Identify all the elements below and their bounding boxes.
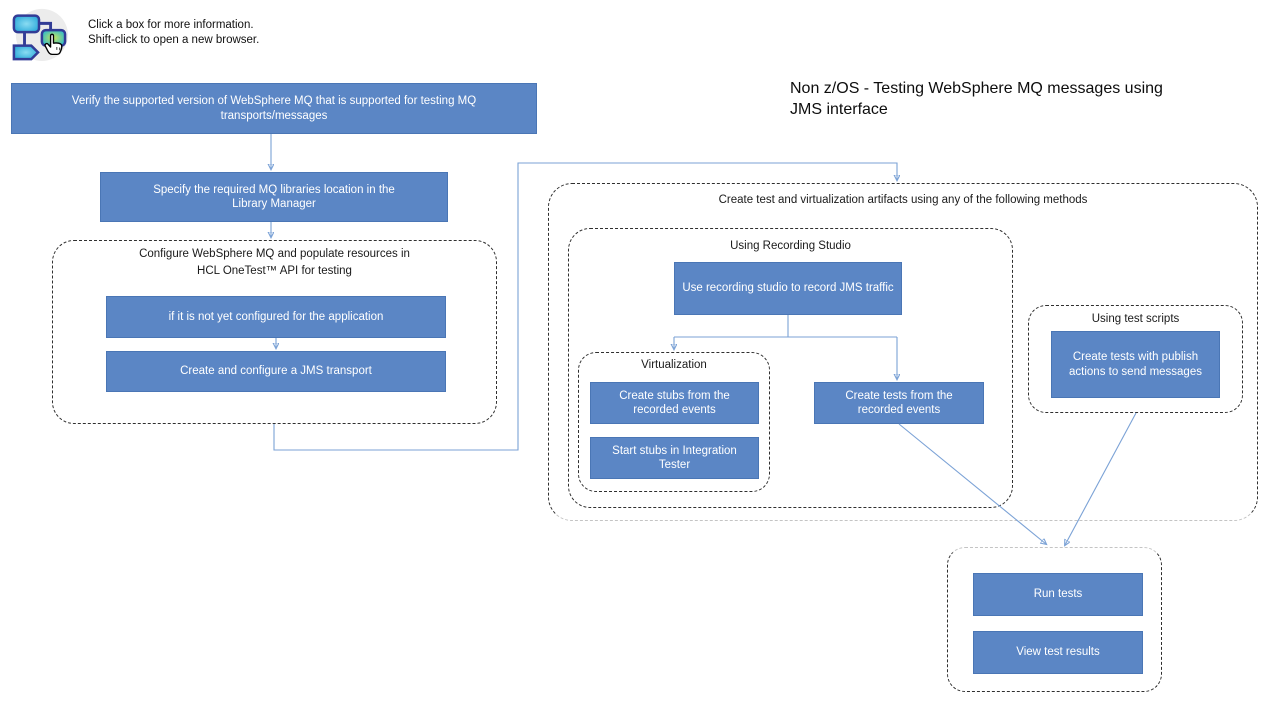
node-specify-mq-libraries-label: Specify the required MQ libraries locati… xyxy=(153,183,395,211)
node-specify-mq-libraries[interactable]: Specify the required MQ libraries locati… xyxy=(100,172,448,222)
node-record-jms-traffic-label: Use recording studio to record JMS traff… xyxy=(682,282,894,295)
legend-line-1: Click a box for more information. xyxy=(88,19,254,31)
container-configure-label: Configure WebSphere MQ and populate reso… xyxy=(52,246,497,280)
node-create-tests-publish[interactable]: Create tests with publish actions to sen… xyxy=(1051,331,1220,398)
node-record-jms-traffic[interactable]: Use recording studio to record JMS traff… xyxy=(674,262,902,315)
flowchart-click-icon xyxy=(8,6,70,67)
flowchart-click-icon-graphic xyxy=(12,8,68,62)
page-title-line-2: JMS interface xyxy=(790,101,888,118)
page-title: Non z/OS - Testing WebSphere MQ messages… xyxy=(790,78,1250,120)
container-using-test-scripts-label: Using test scripts xyxy=(1091,313,1180,325)
node-if-not-configured[interactable]: if it is not yet configured for the appl… xyxy=(106,296,446,338)
container-results xyxy=(947,547,1162,692)
node-create-tests-publish-label: Create tests with publish actions to sen… xyxy=(1069,351,1202,378)
node-verify-supported-version-label: Verify the supported version of WebSpher… xyxy=(71,95,477,122)
legend-text: Click a box for more information. Shift-… xyxy=(88,18,259,48)
container-configure-label-line2: HCL OneTest™ API for testing xyxy=(197,265,352,277)
node-create-jms-transport[interactable]: Create and configure a JMS transport xyxy=(106,351,446,392)
node-create-stubs-label: Create stubs from the recorded events xyxy=(619,389,730,417)
container-configure-label-line1: Configure WebSphere MQ and populate reso… xyxy=(139,248,410,260)
node-view-test-results[interactable]: View test results xyxy=(973,631,1143,674)
node-start-stubs[interactable]: Start stubs in Integration Tester xyxy=(590,437,759,479)
container-create-artifacts-label: Create test and virtualization artifacts… xyxy=(718,194,1088,206)
node-create-stubs[interactable]: Create stubs from the recorded events xyxy=(590,382,759,424)
node-verify-supported-version[interactable]: Verify the supported version of WebSpher… xyxy=(11,83,537,134)
node-start-stubs-label: Start stubs in Integration Tester xyxy=(612,444,737,472)
node-run-tests-label: Run tests xyxy=(1033,588,1083,601)
container-using-recording-studio-label: Using Recording Studio xyxy=(730,240,851,252)
node-create-jms-transport-label: Create and configure a JMS transport xyxy=(180,365,372,378)
node-view-test-results-label: View test results xyxy=(1016,646,1100,659)
container-using-test-scripts xyxy=(1028,305,1243,413)
node-create-tests[interactable]: Create tests from the recorded events xyxy=(814,382,984,424)
node-create-tests-label: Create tests from the recorded events xyxy=(845,389,953,417)
page-title-line-1: Non z/OS - Testing WebSphere MQ messages… xyxy=(790,80,1163,97)
container-virtualization-label: Virtualization xyxy=(641,359,707,371)
legend-line-2: Shift-click to open a new browser. xyxy=(88,34,260,46)
node-run-tests[interactable]: Run tests xyxy=(973,573,1143,616)
node-if-not-configured-label: if it is not yet configured for the appl… xyxy=(168,310,384,323)
